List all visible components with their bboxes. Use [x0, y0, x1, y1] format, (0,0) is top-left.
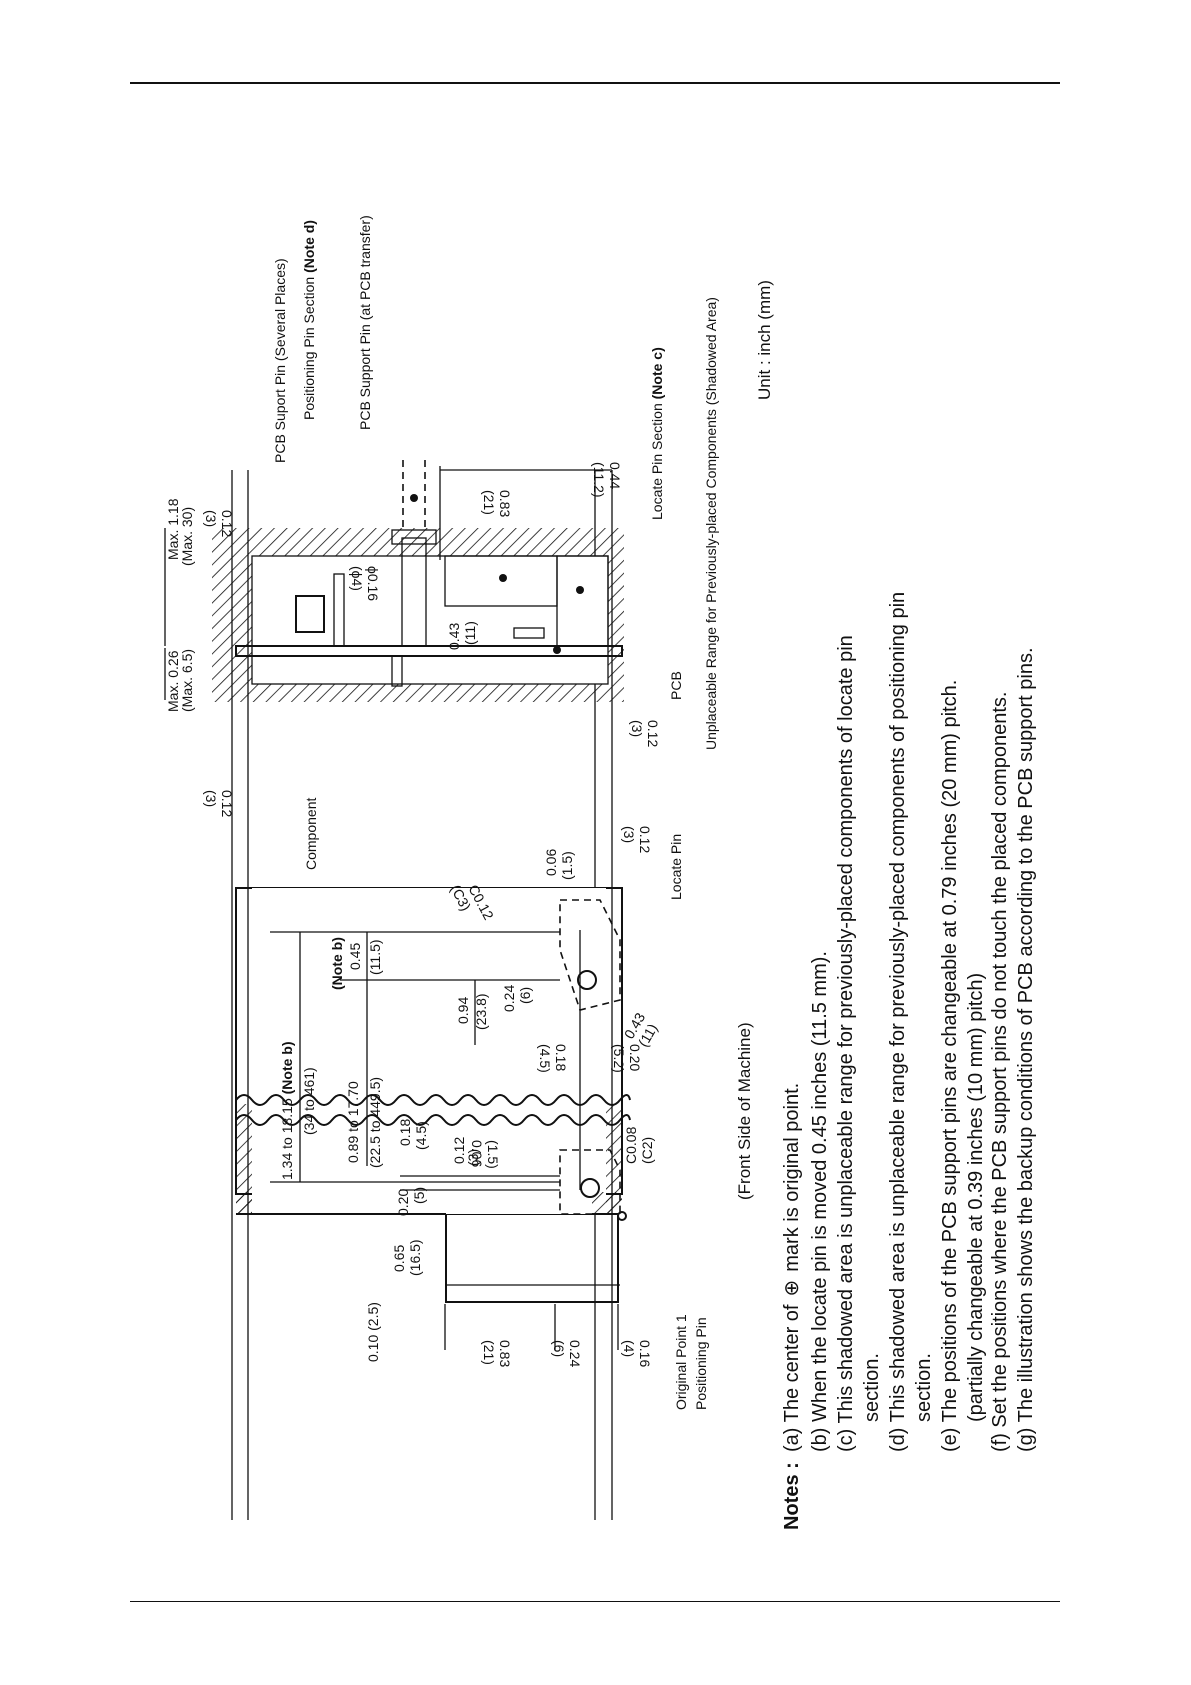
svg-text:0.18: 0.18 [553, 1044, 569, 1071]
svg-text:0.06: 0.06 [543, 849, 559, 876]
svg-text:(ϕ4): (ϕ4) [349, 566, 365, 591]
footer-rule [130, 1601, 1060, 1602]
label-locate-pin-section: Locate Pin Section [649, 399, 665, 520]
svg-text:(3): (3) [621, 826, 637, 843]
svg-text:(23.8): (23.8) [473, 993, 489, 1030]
note-b: (b) When the locate pin is moved 0.45 in… [809, 951, 831, 1452]
svg-text:0.44: 0.44 [607, 462, 623, 489]
positioning-block [445, 1213, 619, 1303]
note-c-ref: (Note c) [649, 347, 665, 399]
svg-text:Max. 1.18: Max. 1.18 [165, 498, 181, 560]
note-d-ref: (Note d) [301, 220, 317, 273]
svg-text:(3): (3) [465, 1149, 481, 1166]
label-positioning-pin-section: Positioning Pin Section [301, 273, 317, 420]
svg-text:0.06: 0.06 [469, 1140, 485, 1167]
svg-text:(4.5): (4.5) [413, 1121, 429, 1150]
label-pcb-support-pin-transfer: PCB Support Pin (at PCB transfer) [357, 215, 373, 430]
svg-text:(6): (6) [551, 1340, 567, 1357]
note-c-cont: section. [861, 1353, 883, 1422]
header-rule [130, 82, 1060, 84]
label-front-side: (Front Side of Machine) [735, 1022, 754, 1200]
note-d-cont: section. [913, 1353, 935, 1422]
svg-text:0.12: 0.12 [219, 510, 235, 537]
label-positioning-pin: Positioning Pin [693, 1317, 709, 1410]
note-e: (e) The positions of the PCB support pin… [939, 680, 961, 1452]
note-d: (d) This shadowed area is unplaceable ra… [887, 592, 909, 1452]
svg-text:0.10 (2.5): 0.10 (2.5) [365, 1302, 381, 1362]
note-c: (c) This shadowed area is unplaceable ra… [835, 635, 857, 1452]
svg-text:0.83: 0.83 [497, 1340, 513, 1367]
svg-text:0.12: 0.12 [637, 826, 653, 853]
label-unplaceable-range: Unplaceable Range for Previously-placed … [703, 297, 719, 750]
svg-text:0.20: 0.20 [627, 1044, 643, 1071]
svg-text:1.34 to 18.15 (Note b): 1.34 to 18.15 (Note b) [279, 1041, 295, 1180]
svg-text:0.16: 0.16 [637, 1340, 653, 1367]
note-e-cont: (partially changeable at 0.39 inches (10… [965, 973, 987, 1422]
svg-text:0.12: 0.12 [219, 790, 235, 817]
svg-text:ϕ0.16: ϕ0.16 [365, 566, 381, 601]
svg-text:0.12: 0.12 [645, 720, 661, 747]
svg-text:(21): (21) [481, 490, 497, 515]
pcb-board [235, 645, 623, 657]
note-a: (a) The center of⊕mark is original point… [781, 1083, 803, 1452]
dimension-labels: 0.12 (3) Max. 1.18 (Max. 30) Max. 0.26 (… [165, 462, 661, 1367]
svg-text:(Max. 6.5): (Max. 6.5) [179, 649, 195, 712]
label-pcb-support-pin: PCB Suport Pin (Several Places) [272, 258, 288, 463]
label-pcb: PCB [668, 671, 684, 700]
original-point-mark-icon: ⊕ [781, 1280, 803, 1297]
svg-text:(Note b): (Note b) [329, 937, 345, 990]
svg-text:0.65: 0.65 [391, 1245, 407, 1272]
svg-text:C0.08: C0.08 [623, 1126, 639, 1164]
svg-text:(C2): (C2) [639, 1137, 655, 1164]
svg-text:0.24: 0.24 [567, 1340, 583, 1367]
svg-text:0.24: 0.24 [501, 985, 517, 1012]
svg-text:Positioning Pin Section (Note: Positioning Pin Section (Note d) [301, 220, 317, 420]
svg-text:0.94: 0.94 [455, 997, 471, 1024]
svg-text:(34 to 461): (34 to 461) [301, 1067, 317, 1135]
svg-text:(6): (6) [517, 987, 533, 1004]
svg-text:(1.5): (1.5) [559, 851, 575, 880]
svg-text:0.45: 0.45 [347, 943, 363, 970]
positioning-pin [580, 1178, 600, 1198]
svg-text:(21): (21) [481, 1340, 497, 1365]
svg-text:0.20: 0.20 [395, 1189, 411, 1216]
svg-text:0.18: 0.18 [397, 1119, 413, 1146]
svg-text:0.83: 0.83 [497, 490, 513, 517]
svg-text:(11): (11) [462, 621, 478, 645]
svg-text:0.12: 0.12 [451, 1137, 467, 1164]
svg-text:Max. 0.26: Max. 0.26 [165, 650, 181, 712]
callout-labels: PCB Suport Pin (Several Places) Position… [272, 215, 774, 1410]
label-component: Component [303, 798, 319, 870]
svg-text:(5.2): (5.2) [611, 1044, 627, 1073]
side-section-view [164, 460, 624, 1520]
svg-text:(11.2): (11.2) [591, 462, 607, 498]
notes-block: Notes : (a) The center of⊕mark is origin… [781, 592, 1037, 1530]
label-locate-pin: Locate Pin [668, 834, 684, 900]
svg-text:(4.5): (4.5) [537, 1044, 553, 1073]
svg-text:(5): (5) [411, 1187, 427, 1204]
label-original-point: Original Point 1 [673, 1314, 689, 1410]
svg-text:(3): (3) [203, 790, 219, 807]
svg-text:(16.5): (16.5) [407, 1239, 423, 1276]
locate-pin [577, 970, 597, 990]
svg-text:(3): (3) [629, 720, 645, 737]
note-g: (g) The illustration shows the backup co… [1015, 647, 1037, 1452]
svg-text:Locate Pin Section (Note c): Locate Pin Section (Note c) [649, 347, 665, 520]
pcb-support-pin [401, 537, 427, 647]
svg-text:(22.5 to 449.5): (22.5 to 449.5) [367, 1077, 383, 1168]
label-unit: Unit : inch (mm) [755, 280, 774, 400]
locate-pin-area [559, 899, 621, 1011]
svg-text:(1.5): (1.5) [485, 1140, 501, 1169]
note-f: (f) Set the positions where the PCB supp… [989, 692, 1011, 1452]
component [295, 595, 325, 633]
front-view [235, 887, 631, 1350]
svg-text:(11.5): (11.5) [367, 939, 383, 975]
svg-text:(4): (4) [621, 1340, 637, 1357]
svg-text:0.89 to 17.70: 0.89 to 17.70 [345, 1081, 361, 1163]
svg-text:(Max. 30): (Max. 30) [179, 507, 195, 566]
notes-heading: Notes : [781, 1462, 803, 1530]
svg-text:0.43: 0.43 [446, 623, 462, 650]
svg-text:(3): (3) [203, 510, 219, 527]
